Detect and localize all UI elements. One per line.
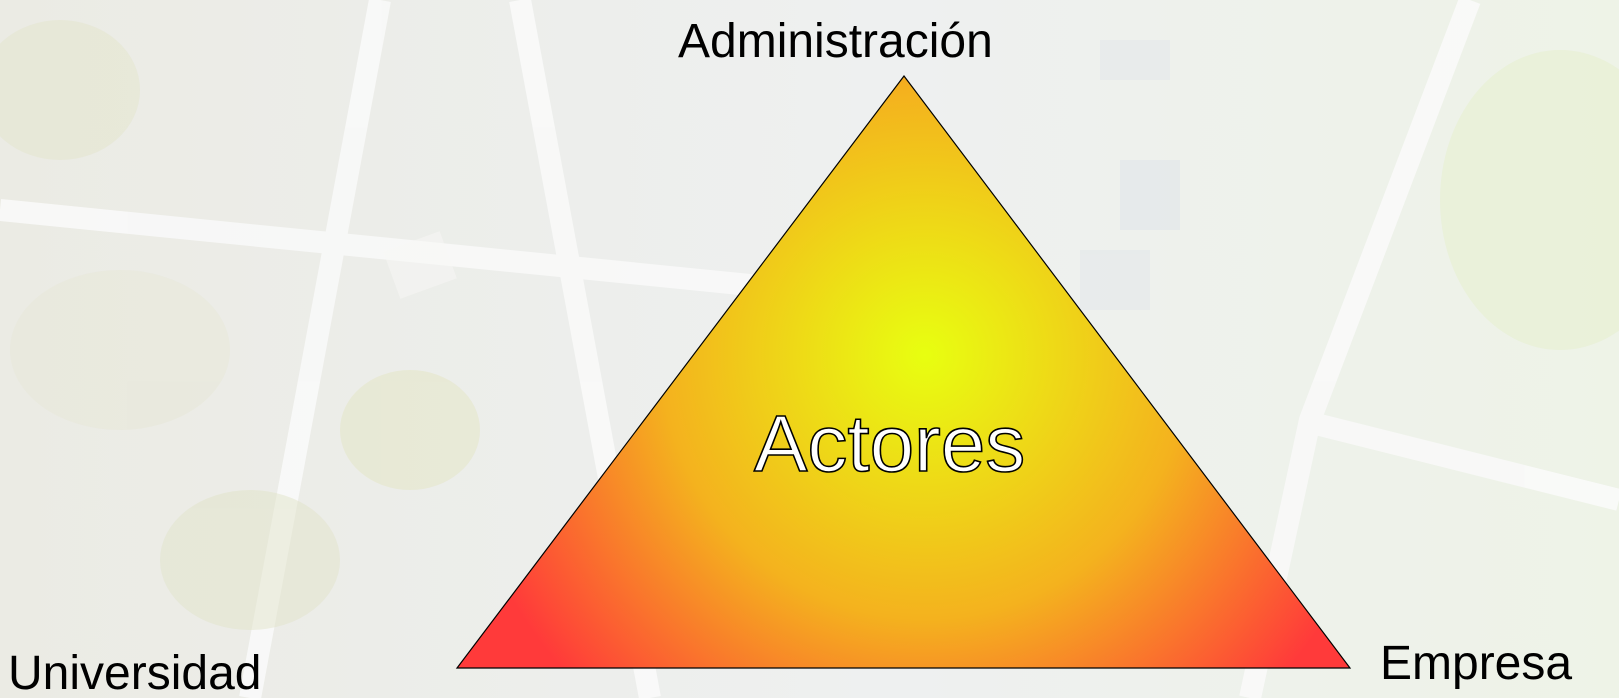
- vertex-label-universidad: Universidad: [8, 647, 262, 698]
- center-label-actores: Actores: [753, 399, 1026, 488]
- vertex-label-empresa: Empresa: [1380, 637, 1573, 690]
- vertex-label-administracion: Administración: [678, 15, 993, 68]
- triangle-shape: [455, 75, 1352, 669]
